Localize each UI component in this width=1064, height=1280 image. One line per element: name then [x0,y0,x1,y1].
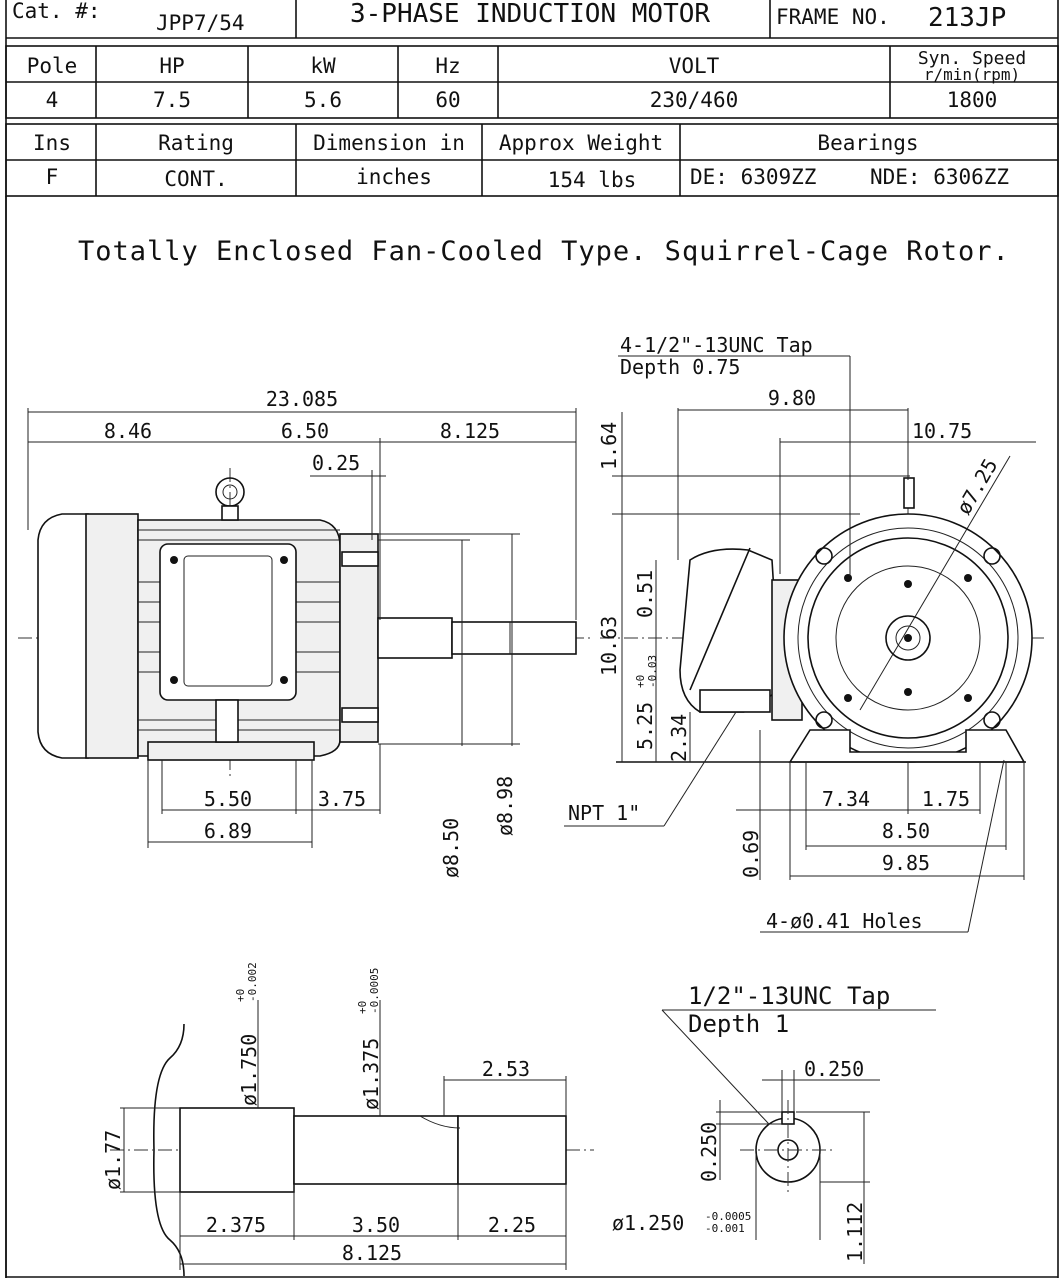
cat-value: JPP7/54 [156,11,245,35]
hdr-syn-speed: Syn. Speed [918,48,1026,69]
dim-key-w: 0.250 [804,1057,864,1081]
val-syn-speed: 1800 [947,88,998,112]
dim-l-2375: 2.375 [206,1213,266,1237]
hdr-kw: kW [310,54,336,78]
dim-w-734: 7.34 [822,787,870,811]
hdr-weight: Approx Weight [499,131,663,155]
dim-dia-1375: ø1.375 [359,1038,383,1110]
holes-label: 4-ø0.41 Holes [766,909,923,933]
dim-dia-850: ø8.50 [439,818,463,878]
hdr-hp: HP [159,54,184,78]
dim-shoulder: 0.25 [312,451,360,475]
val-hp: 7.5 [153,88,191,112]
val-dimension: inches [356,165,432,189]
frame-value: 213JP [928,3,1006,33]
dim-key-h: 0.250 [697,1122,721,1182]
terminal-box [159,543,297,701]
hdr-bearings: Bearings [817,131,918,155]
shaft-tap-depth: Depth 1 [688,1010,789,1038]
dim-h-1112: 1.112 [843,1202,867,1262]
dim-dia-1250-tol-dn: -0.001 [705,1222,745,1235]
dim-h-1063: 10.63 [597,616,621,676]
hdr-rpm: r/min(rpm) [924,65,1020,84]
dim-width-1075: 10.75 [912,419,972,443]
flange-bolts [815,547,1001,729]
cat-label: Cat. #: [12,0,101,23]
val-rating: CONT. [164,167,227,191]
dim-dia-1375-tol-dn: -0.0005 [368,968,381,1014]
dim-h-525-tol-dn: -0.03 [646,655,659,688]
title-block: Cat. #: JPP7/54 3-PHASE INDUCTION MOTOR … [5,0,1059,1278]
dim-seg-846: 8.46 [104,419,152,443]
hdr-hz: Hz [435,54,460,78]
shaft-detail: ø1.77 ø1.750 +0 -0.002 ø1.375 +0 -0.0005… [101,962,594,1277]
end-view: 4-1/2"-13UNC Tap Depth 0.75 9.80 10.75 ø… [564,333,1044,933]
dim-foot-689: 6.89 [204,819,252,843]
dim-foot-375: 3.75 [318,787,366,811]
dim-h-069: 0.69 [739,830,763,878]
dim-width-980: 9.80 [768,386,816,410]
dim-w-175: 1.75 [922,787,970,811]
val-pole: 4 [46,88,59,112]
val-weight: 154 lbs [548,168,637,192]
hdr-rating: Rating [158,131,234,155]
val-kw: 5.6 [304,88,342,112]
hdr-dimension: Dimension in [313,131,465,155]
end-tap-depth: Depth 0.75 [620,355,740,379]
dim-h-525: 5.25 [633,702,657,750]
frame-label: FRAME NO. [776,5,890,29]
val-ins: F [46,165,59,189]
dim-dia-1250: ø1.250 [612,1211,684,1235]
dim-dia-1750: ø1.750 [237,1034,261,1106]
dim-dia-1750-tol-up: +0 [234,989,247,1002]
hdr-pole: Pole [27,54,78,78]
dim-dia-1375-tol-up: +0 [356,1001,369,1014]
description-text: Totally Enclosed Fan-Cooled Type. Squirr… [78,236,1010,267]
dim-seg-650: 6.50 [281,419,329,443]
npt-label: NPT 1" [568,801,640,825]
dim-dia-898: ø8.98 [493,776,517,836]
dim-overall-length: 23.085 [266,387,338,411]
dim-h-525-tol-up: +0 [634,675,647,688]
side-view: 23.085 8.46 6.50 8.125 0.25 ø8.50 ø8.98 … [18,387,590,878]
dim-l-350: 3.50 [352,1213,400,1237]
dim-h-051: 0.51 [633,570,657,618]
dim-h-164: 1.64 [597,422,621,470]
val-hz: 60 [435,88,460,112]
end-tap-note: 4-1/2"-13UNC Tap [620,333,813,357]
dim-dia-1750-tol-dn: -0.002 [246,962,259,1002]
dim-dia-725: ø7.25 [952,454,1003,518]
cooling-fins [138,529,340,731]
drawing-title: 3-PHASE INDUCTION MOTOR [350,0,710,29]
dim-dia-1250-tol-up: -0.0005 [705,1210,751,1223]
dim-foot-550: 5.50 [204,787,252,811]
dim-w-985: 9.85 [882,851,930,875]
dim-l-8125: 8.125 [342,1241,402,1265]
dim-dia-177: ø1.77 [101,1130,125,1190]
shaft-end-detail: 1/2"-13UNC Tap Depth 1 0.250 0.250 ø1.25… [612,982,936,1264]
val-bearing-de: DE: 6309ZZ [690,165,816,189]
hdr-volt: VOLT [669,54,720,78]
shaft-tap-note: 1/2"-13UNC Tap [688,982,890,1010]
dim-h-234: 2.34 [667,714,691,762]
spec-table-2: Ins Rating Dimension in Approx Weight Be… [5,123,1059,1278]
hdr-ins: Ins [33,131,71,155]
dim-w-850: 8.50 [882,819,930,843]
dim-l-225: 2.25 [488,1213,536,1237]
dim-seg-8125: 8.125 [440,419,500,443]
spec-table-1: Pole HP kW Hz VOLT Syn. Speed r/min(rpm)… [5,45,1059,119]
val-volt: 230/460 [650,88,739,112]
dim-key-len: 2.53 [482,1057,530,1081]
val-bearing-nde: NDE: 6306ZZ [870,165,1009,189]
